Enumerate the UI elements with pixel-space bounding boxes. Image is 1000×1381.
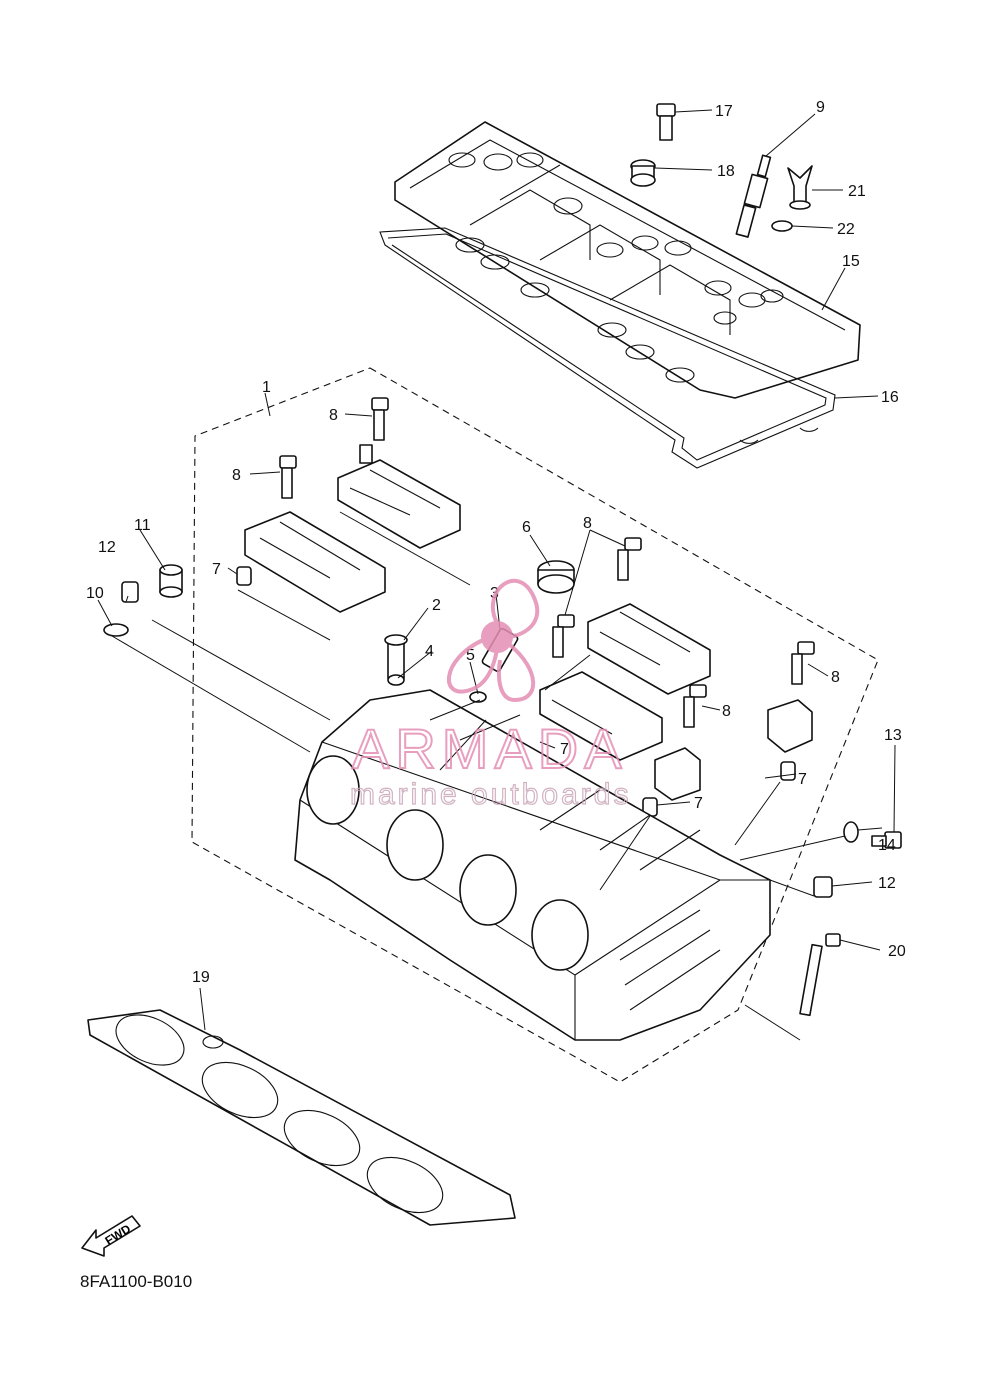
watermark-brand: ARMADA <box>352 717 628 780</box>
callout-20: 20 <box>888 943 906 960</box>
callout-8b: 8 <box>232 467 241 484</box>
camshaft-cap-left <box>244 511 386 613</box>
spark-plug <box>735 154 772 238</box>
camshaft-cap-upper-left <box>337 444 461 549</box>
callout-1: 1 <box>262 379 271 396</box>
camshaft-cap-right <box>587 603 711 695</box>
o-ring <box>771 220 793 232</box>
callout-4: 4 <box>425 643 434 660</box>
callout-8c: 8 <box>583 515 592 532</box>
callout-18: 18 <box>717 163 735 180</box>
cylinder-head-gasket <box>87 1009 516 1226</box>
cylinder-head-cover-gasket <box>379 227 836 469</box>
callout-2: 2 <box>432 597 441 614</box>
callout-6: 6 <box>522 519 531 536</box>
callout-16: 16 <box>881 389 899 406</box>
callout-10: 10 <box>86 585 104 602</box>
cover-grommet <box>630 159 656 187</box>
callout-7c: 7 <box>798 771 807 788</box>
drain-plug-bolt <box>871 831 902 849</box>
dowel-pins <box>236 566 796 817</box>
dowel-small-left <box>121 581 139 603</box>
callout-7b: 7 <box>560 741 569 758</box>
forward-direction-arrow <box>81 1215 141 1257</box>
cylinder-head <box>294 689 771 1041</box>
watermark-tagline: marine outboards <box>350 778 631 811</box>
cover-bolt <box>656 103 676 141</box>
callout-8a: 8 <box>329 407 338 424</box>
cam-cap-bolts <box>279 397 815 728</box>
callout-11: 11 <box>134 517 151 534</box>
valve-guide-circlip <box>387 674 405 686</box>
callout-7d: 7 <box>694 795 703 812</box>
cylinder-head-assembly-boundary <box>191 367 879 1083</box>
cam-end-plug <box>537 560 575 594</box>
callout-15: 15 <box>842 253 860 270</box>
camshaft-cap-small-b <box>654 747 701 801</box>
callout-21: 21 <box>848 183 866 200</box>
collar <box>159 564 183 598</box>
cylinder-head-cover <box>394 121 861 444</box>
head-stud-bolt <box>799 933 841 1017</box>
camshaft-cap-small-a <box>767 699 813 753</box>
washer <box>103 623 129 637</box>
callout-8d: 8 <box>831 669 840 686</box>
armada-logo-icon <box>446 578 540 703</box>
callout-12b: 12 <box>878 875 896 892</box>
dowel-small-right <box>813 876 833 898</box>
callout-9: 9 <box>816 99 825 116</box>
armada-watermark: ARMADA marine outboards <box>349 578 631 812</box>
callout-8e: 8 <box>722 703 731 720</box>
callout-17: 17 <box>715 103 733 120</box>
breather-fitting <box>787 165 813 210</box>
leader-lines <box>97 109 896 1041</box>
callout-7a: 7 <box>212 561 221 578</box>
camshaft-cap-center <box>539 671 663 761</box>
plug-gasket <box>843 821 859 843</box>
callout-14: 14 <box>878 837 896 854</box>
callout-5: 5 <box>466 647 475 664</box>
callout-22: 22 <box>837 221 855 238</box>
callout-13: 13 <box>884 727 902 744</box>
diagram-code: 8FA1100-B010 <box>80 1272 193 1291</box>
callout-12a: 12 <box>98 539 116 556</box>
callout-19: 19 <box>192 969 210 986</box>
valve-guide <box>384 634 408 681</box>
